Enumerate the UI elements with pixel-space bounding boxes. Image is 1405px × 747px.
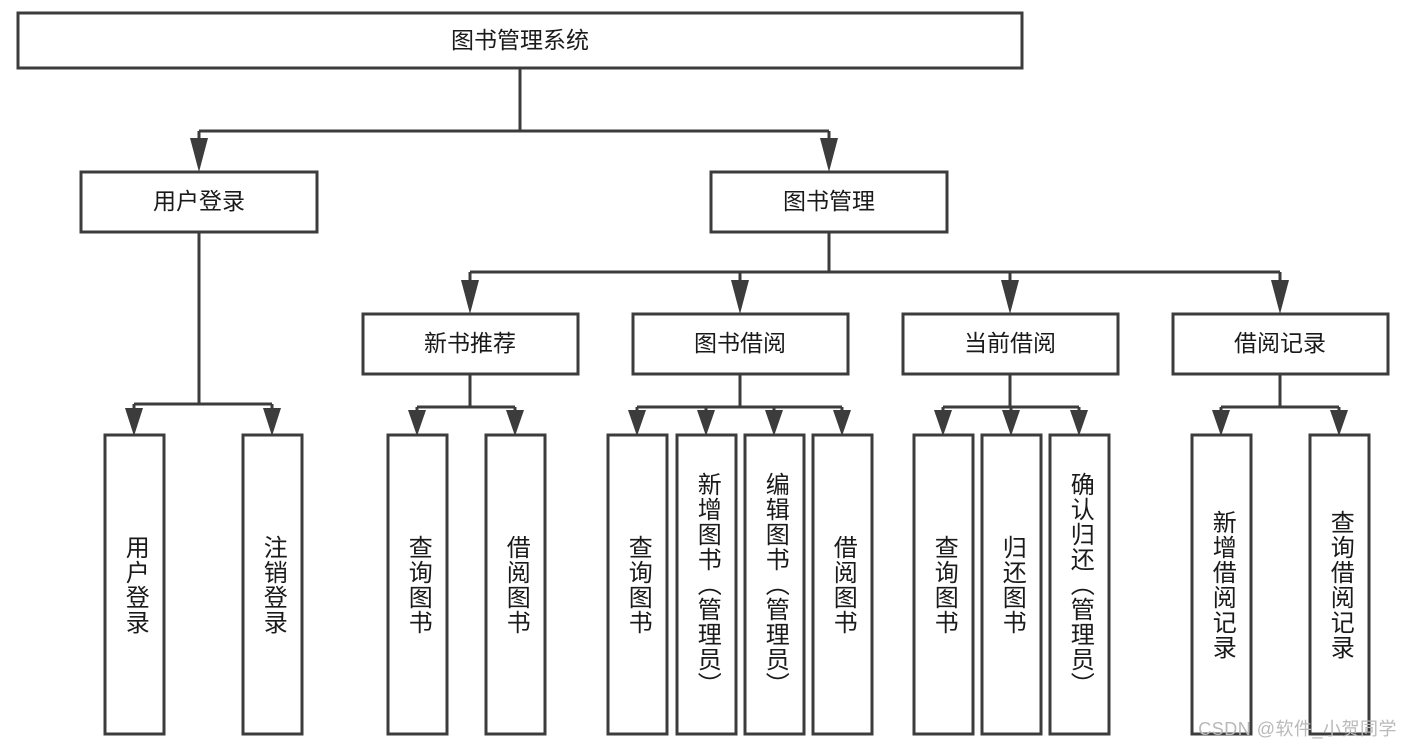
- node-box-book-borrow[interactable]: [631, 312, 850, 376]
- node-box-root[interactable]: [16, 11, 1024, 70]
- leaf-box-user-login[interactable]: [103, 433, 166, 736]
- arrow-head-leaf-query-book-3: [934, 410, 952, 436]
- leaf-box-borrow-book[interactable]: [811, 433, 874, 736]
- node-label-root: 图书管理系统: [451, 27, 589, 53]
- arrow-head-book-mgmt: [820, 138, 838, 172]
- node-label-new-book-recommend: 新书推荐: [424, 330, 516, 356]
- arrow-head-leaf-query-record: [1330, 410, 1348, 436]
- leaf-box-query-book-current[interactable]: [912, 433, 975, 736]
- node-label-current-borrow: 当前借阅: [964, 330, 1056, 356]
- arrow-head-leaf-add-record: [1212, 410, 1230, 436]
- node-box-current-borrow[interactable]: [901, 312, 1120, 376]
- leaf-box-confirm-return-admin[interactable]: [1048, 433, 1111, 736]
- arrow-head-leaf-add-book: [697, 410, 715, 436]
- watermark-text: CSDN @软件_小贺同学: [1198, 719, 1397, 739]
- arrow-head-user-login: [190, 138, 208, 172]
- node-label-book-borrow: 图书借阅: [694, 330, 786, 356]
- leaf-box-add-book-admin[interactable]: [675, 433, 738, 736]
- leaf-box-logout[interactable]: [241, 433, 304, 736]
- arrow-head-new-book-rec: [461, 280, 479, 314]
- arrow-head-leaf-return-book: [1002, 410, 1020, 436]
- node-box-user-login[interactable]: [79, 170, 319, 234]
- arrow-head-leaf-user-login: [125, 408, 143, 436]
- arrow-head-leaf-query-book-1: [408, 410, 426, 436]
- arrow-head-leaf-query-book-2: [628, 410, 646, 436]
- node-box-borrow-record[interactable]: [1171, 312, 1390, 376]
- leaf-box-return-book[interactable]: [980, 433, 1043, 736]
- arrow-head-leaf-borrow-book-1: [506, 410, 524, 436]
- node-label-borrow-record: 借阅记录: [1234, 330, 1326, 356]
- leaf-box-borrow-book-newbook[interactable]: [484, 433, 547, 736]
- leaf-box-query-book-borrow[interactable]: [606, 433, 669, 736]
- arrow-head-leaf-confirm-return: [1070, 410, 1088, 436]
- arrow-head-leaf-borrow-book-2: [833, 410, 851, 436]
- leaf-box-edit-book-admin[interactable]: [743, 433, 806, 736]
- arrow-head-borrow-record: [1271, 280, 1289, 314]
- node-label-user-login: 用户登录: [153, 188, 245, 214]
- arrow-head-leaf-logout: [263, 408, 281, 436]
- connector-layer: [125, 68, 1348, 436]
- arrow-head-book-borrow: [731, 280, 749, 314]
- node-label-book-management: 图书管理: [783, 188, 875, 214]
- leaf-box-add-borrow-record[interactable]: [1190, 433, 1253, 736]
- node-box-book-management[interactable]: [709, 170, 949, 234]
- leaf-box-query-book-newbook[interactable]: [386, 433, 449, 736]
- arrow-head-leaf-edit-book: [765, 410, 783, 436]
- node-box-new-book-recommend[interactable]: [361, 312, 580, 376]
- arrow-head-current-borrow: [1001, 280, 1019, 314]
- leaf-box-query-borrow-record[interactable]: [1308, 433, 1371, 736]
- node-layer: 图书管理系统 用户登录 图书管理 新书推荐 图书借阅 当前借阅 借阅记录: [16, 11, 1390, 736]
